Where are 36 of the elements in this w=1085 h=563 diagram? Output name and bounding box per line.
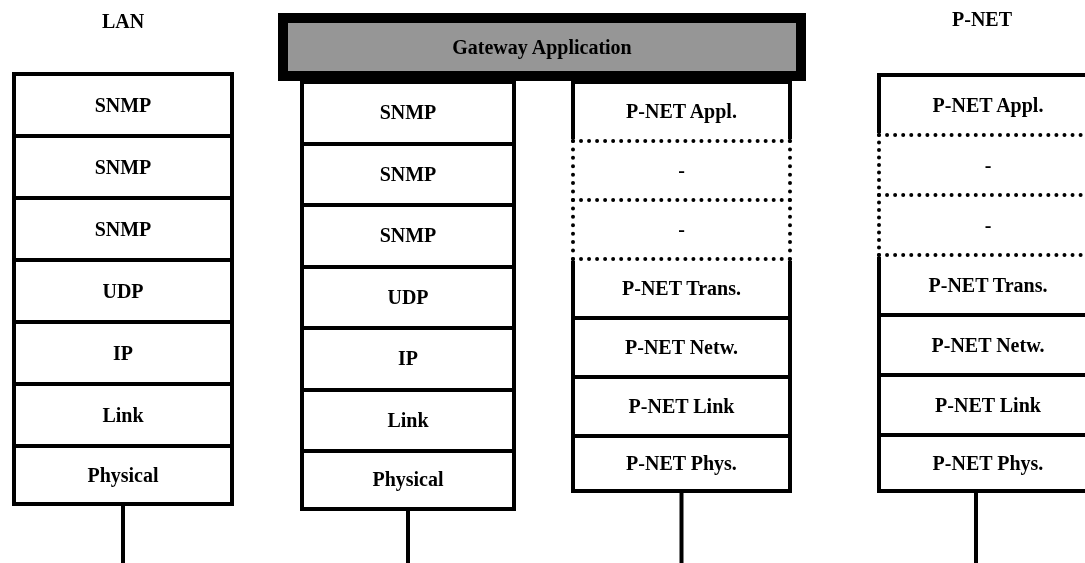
network-line <box>679 493 684 563</box>
layer-label: Physical <box>87 463 159 487</box>
application-box <box>278 13 806 81</box>
layer-label: P-NET Trans. <box>622 277 741 300</box>
layer-label: - <box>678 218 685 241</box>
layer-label: IP <box>398 347 418 371</box>
layer-label: P-NET Trans. <box>928 273 1048 297</box>
layer-label: IP <box>113 341 133 365</box>
layer-label: Gateway Application <box>452 35 632 59</box>
network-line <box>406 510 410 563</box>
layer-label: - <box>678 159 685 182</box>
layer-label: P-NET Phys. <box>932 451 1044 475</box>
network-line <box>974 493 978 563</box>
layer-label: P-NET Netw. <box>931 333 1045 357</box>
layer-label: - <box>984 213 992 237</box>
layer-label: P-NET Phys. <box>626 452 737 475</box>
layer-label: P-NET Link <box>935 393 1041 417</box>
layer-label: SNMP <box>94 217 152 241</box>
stack-title: LAN <box>101 10 145 33</box>
layer-label: SNMP <box>379 162 437 186</box>
layer-label: SNMP <box>94 155 152 179</box>
layer-label: P-NET Appl. <box>626 100 737 123</box>
layer-label: UDP <box>387 285 429 309</box>
layer-label: - <box>984 153 992 177</box>
layer-label: P-NET Appl. <box>932 93 1044 117</box>
layer-label: UDP <box>102 279 144 303</box>
layer-label: P-NET Netw. <box>625 336 738 359</box>
layer-label: SNMP <box>379 224 437 248</box>
layer-label: SNMP <box>379 101 437 125</box>
layer-label: Link <box>387 408 429 432</box>
layer-label: Physical <box>372 468 444 492</box>
stack-title: P-NET <box>952 8 1012 31</box>
layer-label: Link <box>102 403 144 427</box>
layer-label: P-NET Link <box>628 395 735 418</box>
layer-label: SNMP <box>94 93 152 117</box>
network-line <box>121 506 125 563</box>
